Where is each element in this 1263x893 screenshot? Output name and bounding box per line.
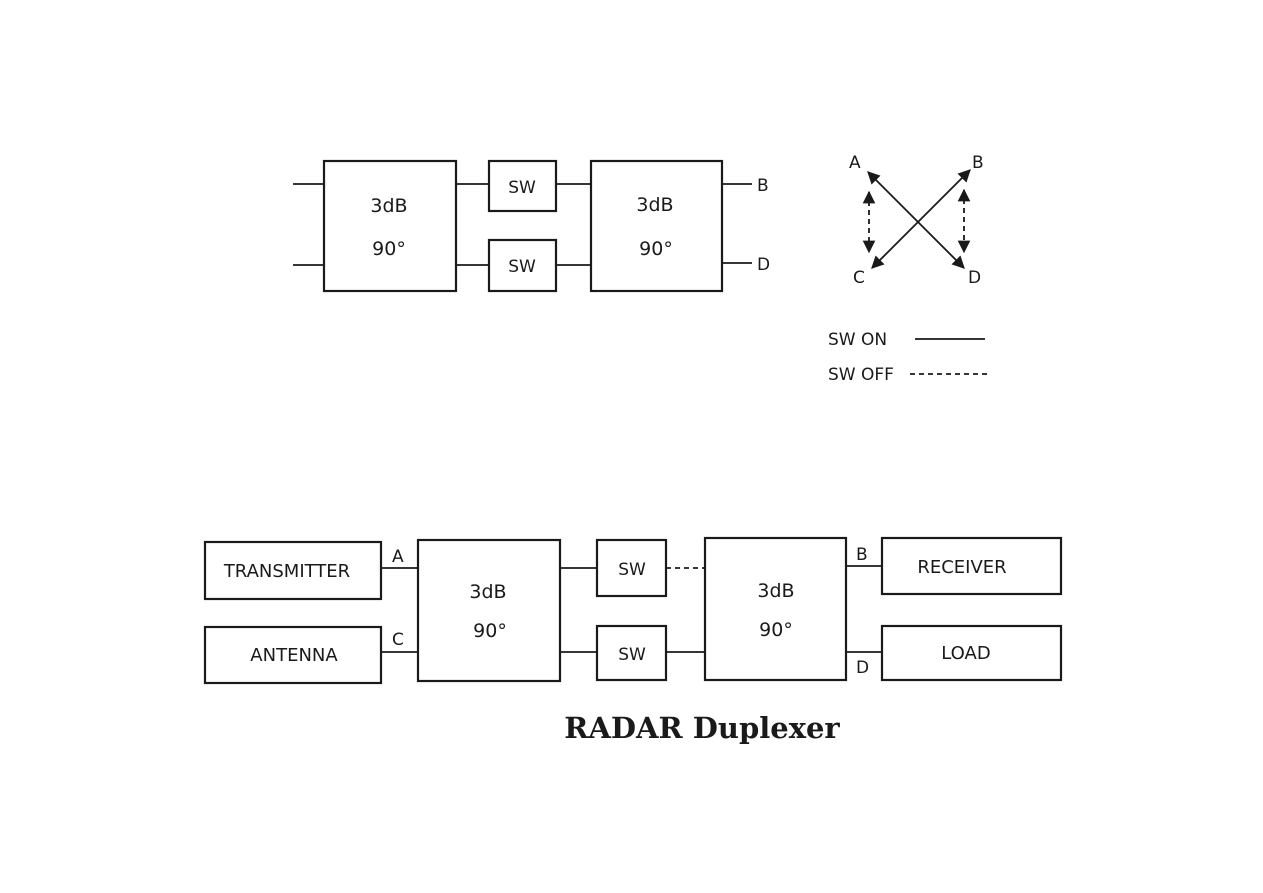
port-map-d: D (968, 268, 981, 288)
port-map-c: C (853, 268, 865, 288)
port-map-a: A (849, 153, 861, 173)
bottom-port-c: C (392, 630, 404, 650)
diagram-caption: RADAR Duplexer (564, 711, 840, 745)
port-map-arrow-a-d (867, 171, 965, 269)
legend: SW ON SW OFF (828, 330, 988, 385)
bottom-hybrid-1-line1: 3dB (469, 581, 506, 603)
antenna-box (203, 625, 383, 685)
transmitter-label: TRANSMITTER (223, 561, 350, 582)
top-hybrid-2-line1: 3dB (636, 194, 673, 216)
top-port-d: D (757, 255, 770, 275)
top-switch-1 (487, 159, 558, 213)
bottom-switch-2-label: SW (618, 645, 646, 665)
top-hybrid-2-line2: 90° (639, 238, 673, 260)
bottom-hybrid-2-line1: 3dB (757, 580, 794, 602)
bottom-switch-2 (595, 624, 668, 682)
legend-off-label: SW OFF (828, 365, 894, 385)
bottom-hybrid-2-line2: 90° (759, 619, 793, 641)
bottom-hybrid-2 (703, 536, 848, 682)
top-hybrid-1-line2: 90° (372, 238, 406, 260)
bottom-hybrid-1 (416, 538, 562, 683)
bottom-diagram: TRANSMITTER ANTENNA A C 3dB 90° SW SW 3d… (203, 536, 1063, 685)
legend-on-label: SW ON (828, 330, 887, 350)
antenna-label: ANTENNA (250, 645, 338, 666)
load-label: LOAD (941, 643, 990, 664)
bottom-port-a: A (392, 547, 404, 567)
port-map-arrow-b-c (871, 169, 971, 269)
receiver-label: RECEIVER (917, 557, 1006, 578)
top-switch-1-label: SW (508, 178, 536, 198)
top-switch-2-label: SW (508, 257, 536, 277)
receiver-box (880, 536, 1063, 596)
bottom-port-d: D (856, 658, 869, 678)
bottom-switch-1-label: SW (618, 560, 646, 580)
load-box (880, 624, 1063, 682)
top-hybrid-2 (589, 159, 724, 293)
top-port-b: B (757, 176, 769, 196)
top-hybrid-1 (322, 159, 458, 293)
top-diagram: 3dB 90° SW SW 3dB 90° B D (293, 159, 770, 293)
port-map: A B C D (849, 153, 984, 288)
transmitter-box (203, 540, 383, 601)
top-hybrid-1-line1: 3dB (370, 195, 407, 217)
top-switch-2 (487, 238, 558, 293)
port-map-b: B (972, 153, 984, 173)
bottom-port-b: B (856, 545, 868, 565)
bottom-hybrid-1-line2: 90° (473, 620, 507, 642)
